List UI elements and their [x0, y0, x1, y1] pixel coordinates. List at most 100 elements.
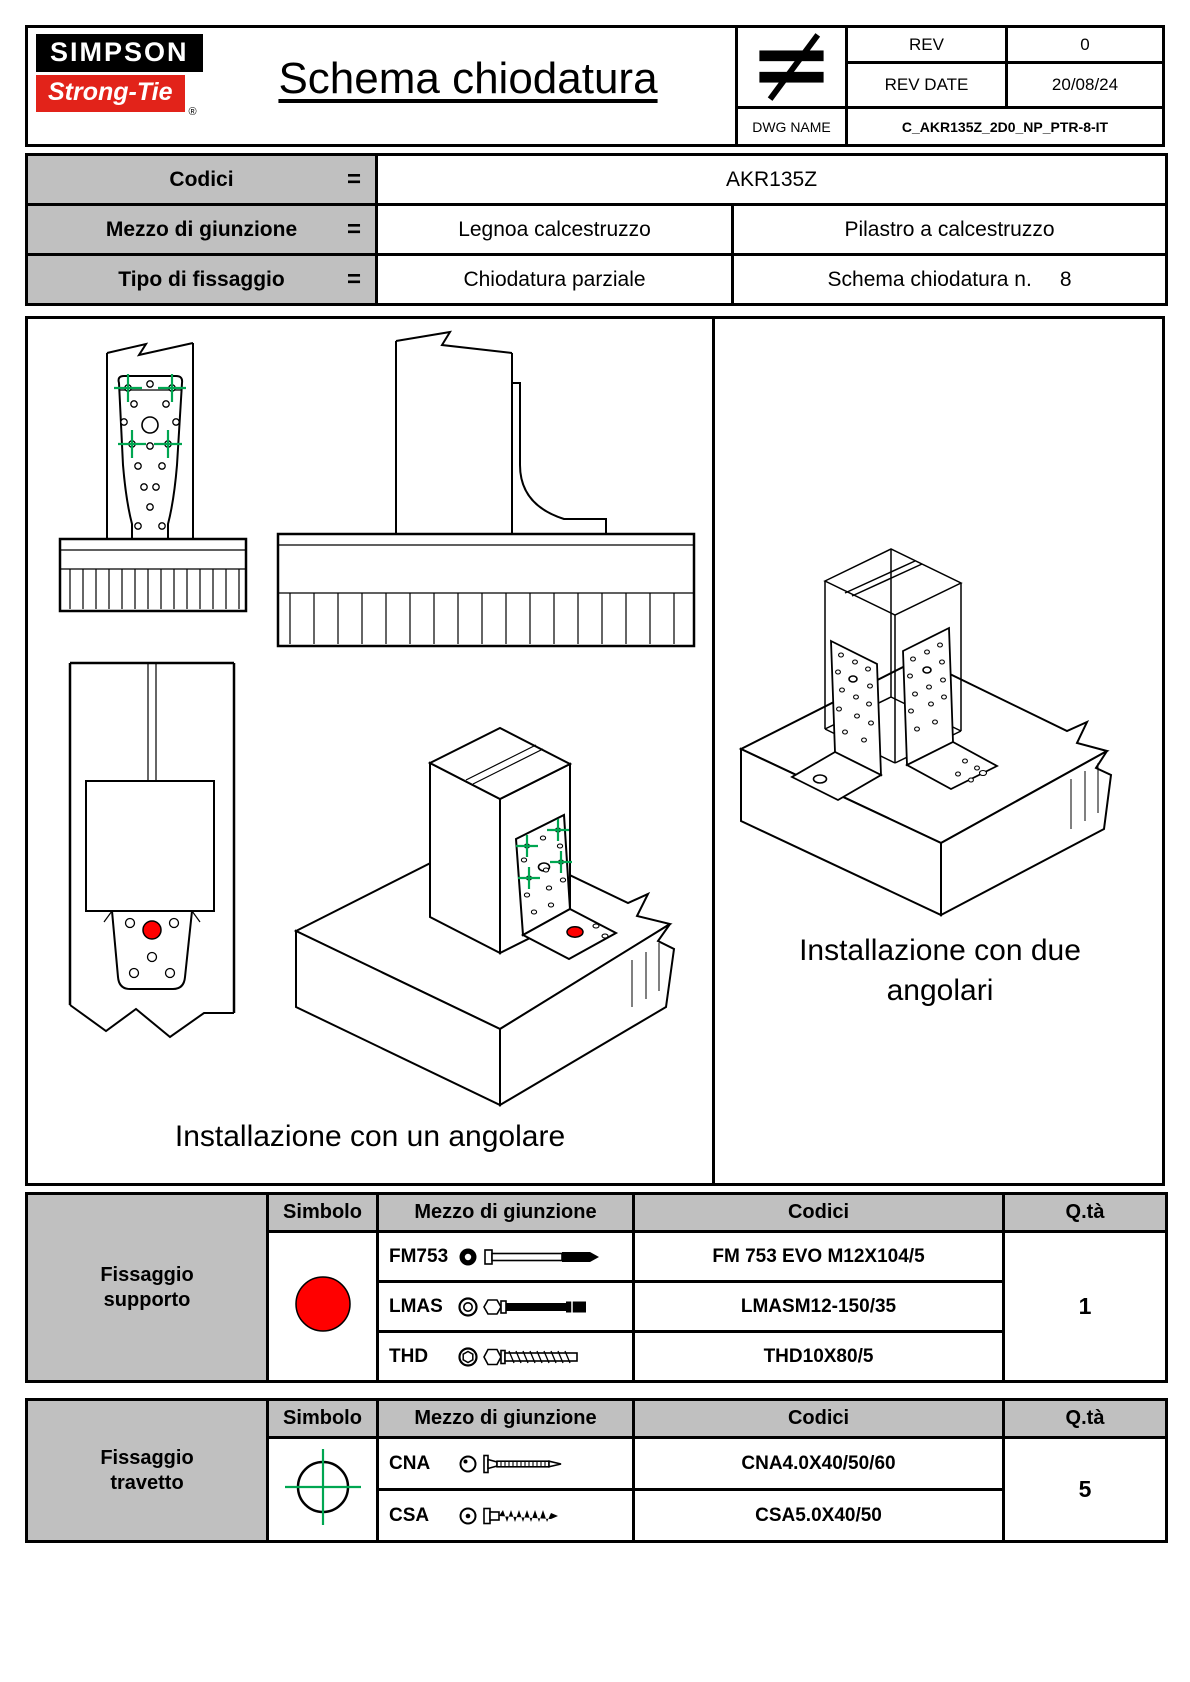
info-row-codici: Codici = AKR135Z	[25, 153, 1169, 206]
tipo-label: Tipo di fissaggio	[118, 267, 285, 291]
isometric-single-angle-drawing	[293, 726, 676, 1107]
csa-screw-icon	[459, 1507, 558, 1524]
col-simbolo: Simbolo	[266, 1398, 379, 1439]
simpson-strongtie-logo: SIMPSON Strong-Tie ®	[36, 34, 203, 118]
bottom-view-drawing	[68, 661, 236, 1039]
angle-bracket-profile	[511, 382, 607, 535]
schema-number-value: 8	[1059, 267, 1072, 291]
fm753-bolt-icon	[459, 1248, 599, 1265]
caption-two-angles: Installazione con due angolari	[799, 934, 1081, 1007]
large-hole	[141, 416, 159, 434]
side-view-drawing	[276, 330, 696, 648]
sheet-title: Schema chiodatura	[278, 54, 658, 103]
support-group-cell: Fissaggio supporto	[25, 1192, 269, 1383]
red-dot-symbol	[294, 1276, 351, 1332]
logo-simpson-text: SIMPSON	[36, 34, 203, 72]
tipo-label-cell: Tipo di fissaggio =	[25, 253, 378, 306]
break-shading	[1070, 763, 1099, 829]
code-cell: FM 753 EVO M12X104/5	[632, 1230, 1005, 1283]
title-block: SIMPSON Strong-Tie ® Schema chiodatura R…	[25, 25, 1165, 147]
support-row-thd: THD THD10X80/5	[27, 1330, 1167, 1383]
joist-group-label: Fissaggio travetto	[100, 1446, 194, 1494]
support-qty-cell: 1	[1002, 1230, 1168, 1383]
joist-row-cna: CNA	[27, 1436, 1168, 1543]
logo-strongtie-text: Strong-Tie	[36, 75, 185, 112]
joist-fixing-table: Fissaggio travetto Simbolo Mezzo di giun…	[25, 1398, 1168, 1543]
codici-label-cell: Codici =	[25, 153, 378, 206]
break-line	[395, 330, 513, 354]
code-cell: CSA5.0X40/50	[632, 1488, 1005, 1543]
codici-value-cell: AKR135Z	[374, 153, 1169, 206]
joist-header-row: Fissaggio travetto Simbolo Mezzo di giun…	[25, 1398, 1168, 1543]
rev-date-value: 20/08/24	[1005, 64, 1162, 109]
not-equal-icon	[759, 33, 824, 101]
rev-label: REV	[845, 28, 1005, 64]
base-right-face	[499, 923, 676, 1107]
hatching	[289, 593, 675, 644]
code-cell: CNA4.0X40/50/60	[632, 1436, 1005, 1491]
code-cell: LMASM12-150/35	[632, 1280, 1005, 1333]
col-simbolo: Simbolo	[266, 1192, 379, 1233]
equals-sign: =	[346, 165, 361, 193]
right-bracket-flange	[905, 740, 999, 791]
isometric-two-angles-drawing	[738, 548, 1113, 917]
mezzo-cell-thd: THD	[376, 1330, 635, 1383]
dwg-name-value: C_AKR135Z_2D0_NP_PTR-8-IT	[845, 109, 1162, 144]
support-header-row: Fissaggio supporto Simbolo Mezzo di giun…	[25, 1192, 1168, 1383]
support-row-lmas: LMAS LMASM12-150/35	[27, 1280, 1167, 1333]
rev-date-label: REV DATE	[845, 64, 1005, 109]
panel-divider	[712, 319, 715, 1183]
green-nail-markers	[516, 819, 572, 889]
red-anchor-marker	[142, 920, 162, 940]
fastener-name: CSA	[389, 1504, 430, 1526]
front-view-drawing	[58, 342, 248, 613]
mezzo-value2-cell: Pilastro a calcestruzzo	[730, 203, 1169, 256]
logo-strongtie-row: Strong-Tie ®	[36, 75, 197, 118]
break-shading	[631, 943, 660, 1007]
col-qta: Q.tà	[1002, 1398, 1168, 1439]
angle-bracket-plate	[117, 375, 184, 540]
mezzo-cell-fm753: FM753	[376, 1230, 635, 1283]
green-nail-markers	[114, 374, 186, 458]
mezzo-label: Mezzo di giunzione	[105, 217, 298, 241]
fastener-name: THD	[389, 1345, 429, 1367]
break-line	[69, 1004, 234, 1039]
large-hole	[922, 666, 932, 674]
concrete-base	[276, 532, 696, 648]
support-symbol-cell	[266, 1230, 379, 1383]
dwg-name-label: DWG NAME	[735, 109, 845, 144]
joist-symbol-cell	[266, 1436, 379, 1543]
tipo-value2-cell: Schema chiodatura n. 8	[730, 253, 1169, 306]
rev-value: 0	[1005, 28, 1162, 64]
thd-screw-anchor-icon	[458, 1346, 578, 1367]
mezzo-value1-cell: Legnoa calcestruzzo	[375, 203, 734, 256]
red-anchor-marker	[566, 926, 584, 938]
codici-label: Codici	[169, 167, 234, 191]
flange-hole	[812, 774, 828, 784]
joist-group-cell: Fissaggio travetto	[25, 1398, 269, 1543]
col-qta: Q.tà	[1002, 1192, 1168, 1233]
mezzo-cell-csa: CSA	[376, 1488, 635, 1543]
col-codici: Codici	[632, 1398, 1005, 1439]
projection-not-equal-symbol	[735, 28, 845, 109]
fastener-name: LMAS	[389, 1295, 443, 1317]
joist-qty-cell: 5	[1002, 1436, 1168, 1543]
equals-sign: =	[346, 265, 361, 293]
concrete-base	[58, 537, 248, 613]
col-mezzo: Mezzo di giunzione	[376, 1192, 635, 1233]
equals-sign: =	[346, 215, 361, 243]
info-row-tipo: Tipo di fissaggio = Chiodatura parziale …	[25, 253, 1169, 306]
left-bracket-flange	[790, 750, 883, 802]
mezzo-cell-cna: CNA	[376, 1436, 635, 1491]
green-crosshair-symbol	[284, 1449, 361, 1525]
code-cell: THD10X80/5	[632, 1330, 1005, 1383]
mezzo-cell-lmas: LMAS	[376, 1280, 635, 1333]
fastener-name: CNA	[389, 1452, 431, 1474]
base-right-face	[940, 750, 1113, 917]
hatching	[69, 569, 240, 609]
col-mezzo: Mezzo di giunzione	[376, 1398, 635, 1439]
registered-trademark-symbol: ®	[188, 106, 197, 118]
schema-number-label: Schema chiodatura n.	[827, 267, 1032, 291]
info-table: Codici = AKR135Z Mezzo di giunzione = Le…	[25, 153, 1169, 306]
